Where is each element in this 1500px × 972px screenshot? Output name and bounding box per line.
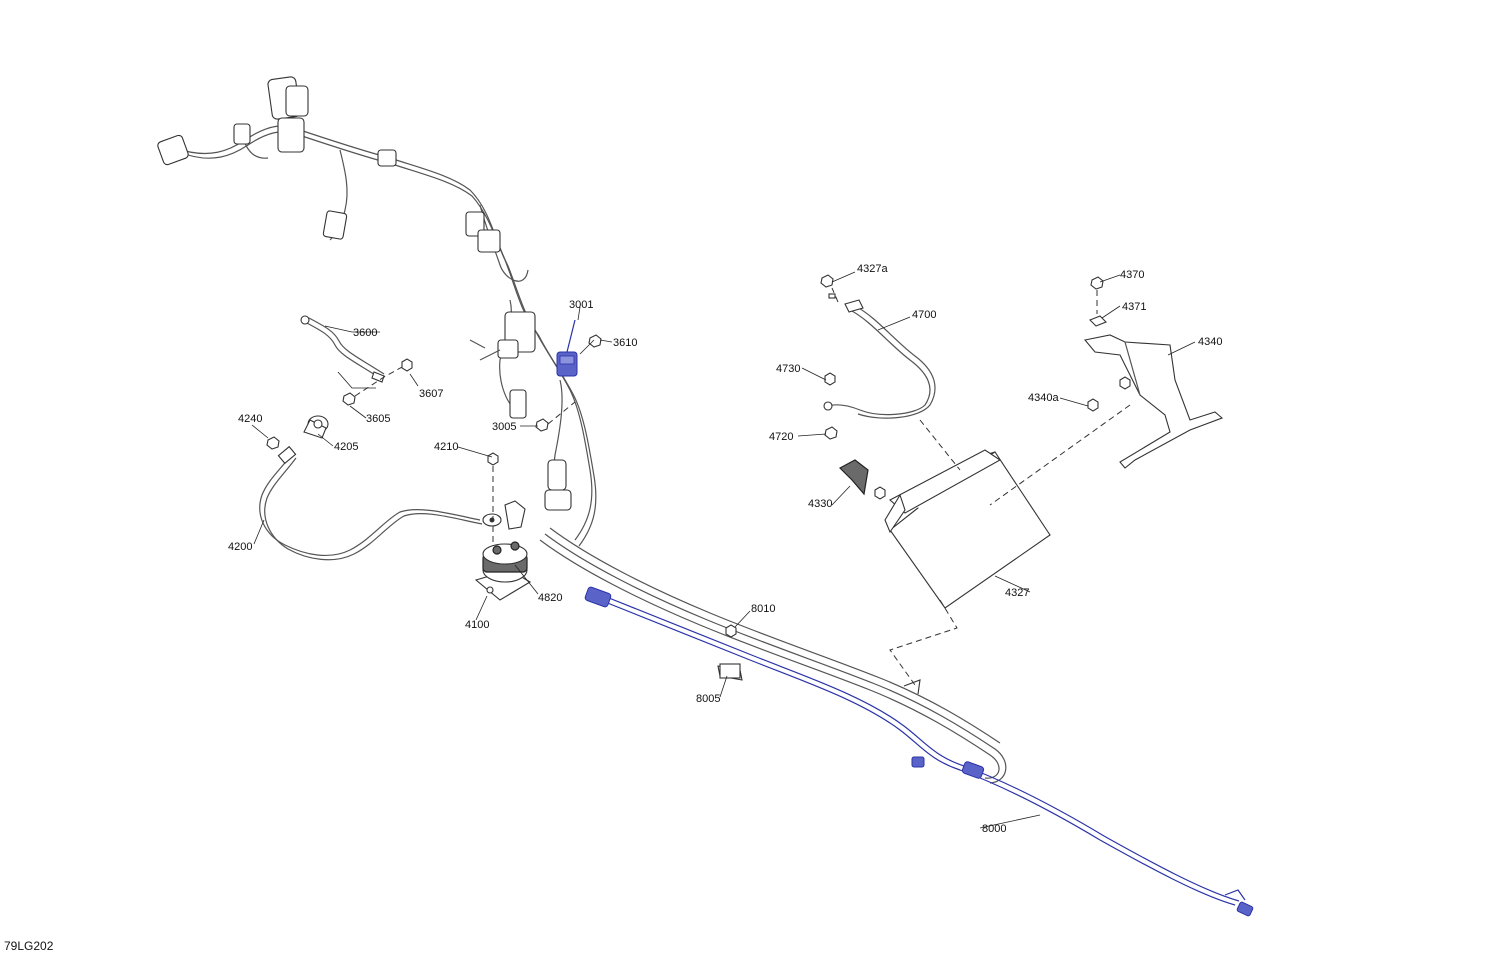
- callout-4730: 4730: [776, 363, 800, 375]
- callout-4700: 4700: [912, 309, 936, 321]
- callout-4820: 4820: [538, 592, 562, 604]
- screw-3005: [535, 401, 576, 432]
- screw-3610: [579, 334, 602, 355]
- callout-4370: 4370: [1120, 269, 1144, 281]
- callout-3605: 3605: [366, 413, 390, 425]
- callout-4205: 4205: [334, 441, 358, 453]
- drawing-reference: 79LG202: [4, 939, 54, 953]
- callout-3610: 3610: [613, 337, 637, 349]
- nut-4340a: [1087, 376, 1131, 412]
- callout-labels: 3001 3610 3600 3607 3605 3005 4240 4205 …: [228, 263, 1222, 835]
- nut-4730: [824, 372, 836, 386]
- main-battery-harness: [539, 527, 1007, 784]
- callout-8000: 8000: [982, 823, 1006, 835]
- routing-dash: [889, 599, 958, 686]
- callout-8010: 8010: [751, 603, 775, 615]
- screw-4720: [824, 426, 838, 440]
- callout-3001: 3001: [569, 299, 593, 311]
- battery-cable-4200: [259, 445, 502, 561]
- relay-3001: [556, 319, 578, 377]
- nut-4210: [487, 452, 499, 550]
- screw-4327a: [820, 274, 836, 299]
- clip-8005: [717, 663, 743, 681]
- callout-4210: 4210: [434, 441, 458, 453]
- battery-4327: [884, 449, 1051, 609]
- callout-4327a: 4327a: [857, 263, 888, 275]
- solenoid-4100: [474, 500, 532, 601]
- callout-4330: 4330: [808, 498, 832, 510]
- nut-3607: [401, 358, 413, 372]
- callout-4720: 4720: [769, 431, 793, 443]
- accessory-harness-8000: [584, 586, 1254, 917]
- callout-4340a: 4340a: [1028, 392, 1059, 404]
- screw-3605: [342, 392, 356, 406]
- callout-3607: 3607: [419, 388, 443, 400]
- ground-strap-3600: [300, 315, 405, 397]
- callout-4200: 4200: [228, 541, 252, 553]
- leader-lines: [251, 271, 1196, 829]
- cap-4205: [303, 415, 329, 439]
- callout-3005: 3005: [492, 421, 516, 433]
- battery-strap-4700: [823, 287, 961, 471]
- nut-8010: [725, 624, 737, 638]
- screw-4240: [266, 436, 280, 450]
- main-wiring-harness: [157, 76, 597, 547]
- bracket-4340: [989, 276, 1224, 506]
- callout-4327: 4327: [1005, 587, 1029, 599]
- callout-4100: 4100: [465, 619, 489, 631]
- callout-4340: 4340: [1198, 336, 1222, 348]
- callout-4240: 4240: [238, 413, 262, 425]
- cover-4330: [839, 459, 886, 500]
- callout-4371: 4371: [1122, 301, 1146, 313]
- callout-8005: 8005: [696, 693, 720, 705]
- callout-3600: 3600: [353, 327, 377, 339]
